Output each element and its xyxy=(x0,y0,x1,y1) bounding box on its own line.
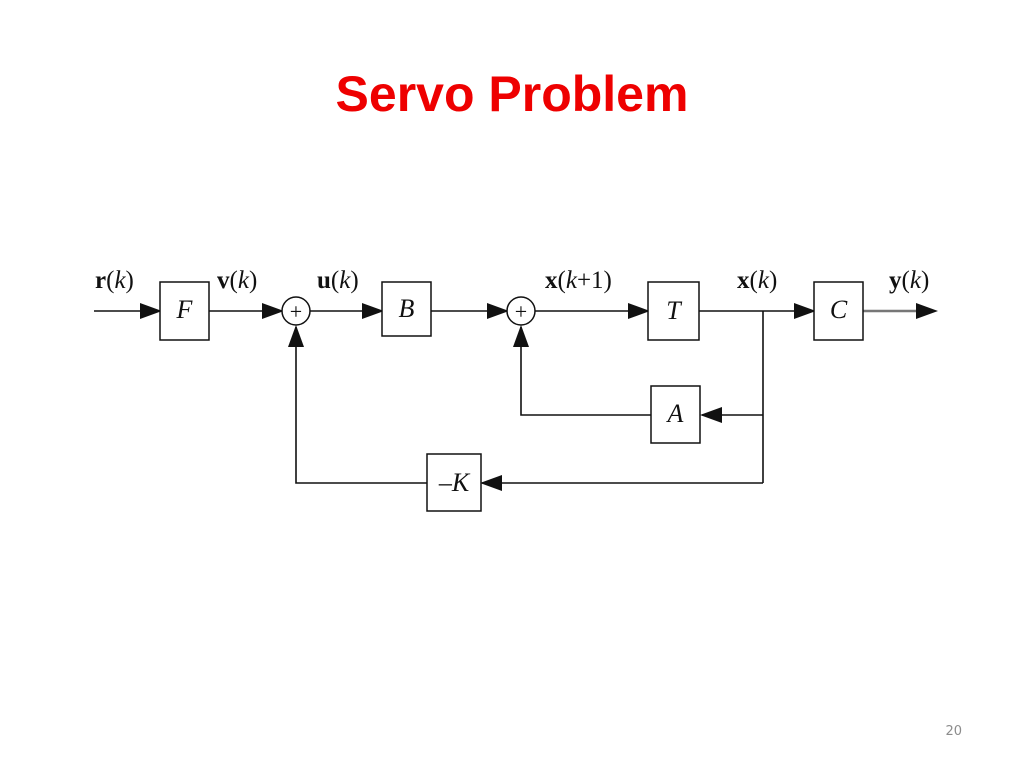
block-minus-K: –K xyxy=(426,453,482,512)
svg-text:+: + xyxy=(290,299,302,324)
line-A-to-sum2 xyxy=(513,325,651,416)
label-u-k: u(k) xyxy=(317,267,359,294)
block-F: F xyxy=(159,281,210,341)
label-v-k: v(k) xyxy=(217,267,257,294)
svg-text:A: A xyxy=(666,399,684,428)
svg-text:F: F xyxy=(176,295,194,324)
summing-junction-2: + xyxy=(506,296,536,326)
block-A: A xyxy=(650,385,701,444)
summing-junction-1: + xyxy=(281,296,311,326)
block-B: B xyxy=(381,281,432,337)
label-y-k: y(k) xyxy=(889,267,929,294)
label-x-k: x(k) xyxy=(737,267,777,294)
signal-lines xyxy=(94,303,816,491)
svg-text:C: C xyxy=(830,295,848,324)
label-r-k: r(k) xyxy=(95,267,134,294)
page-number: 20 xyxy=(945,724,962,739)
svg-text:+: + xyxy=(515,299,527,324)
slide-title: Servo Problem xyxy=(335,66,689,122)
svg-text:–K: –K xyxy=(438,468,471,497)
line-K-to-sum1 xyxy=(288,325,427,484)
block-C: C xyxy=(813,281,864,341)
arrowhead-y xyxy=(916,303,938,319)
block-T: T xyxy=(647,281,700,341)
svg-text:T: T xyxy=(666,296,682,325)
label-x-k-plus-1: x(k+1) xyxy=(545,267,612,294)
svg-text:B: B xyxy=(399,294,415,323)
